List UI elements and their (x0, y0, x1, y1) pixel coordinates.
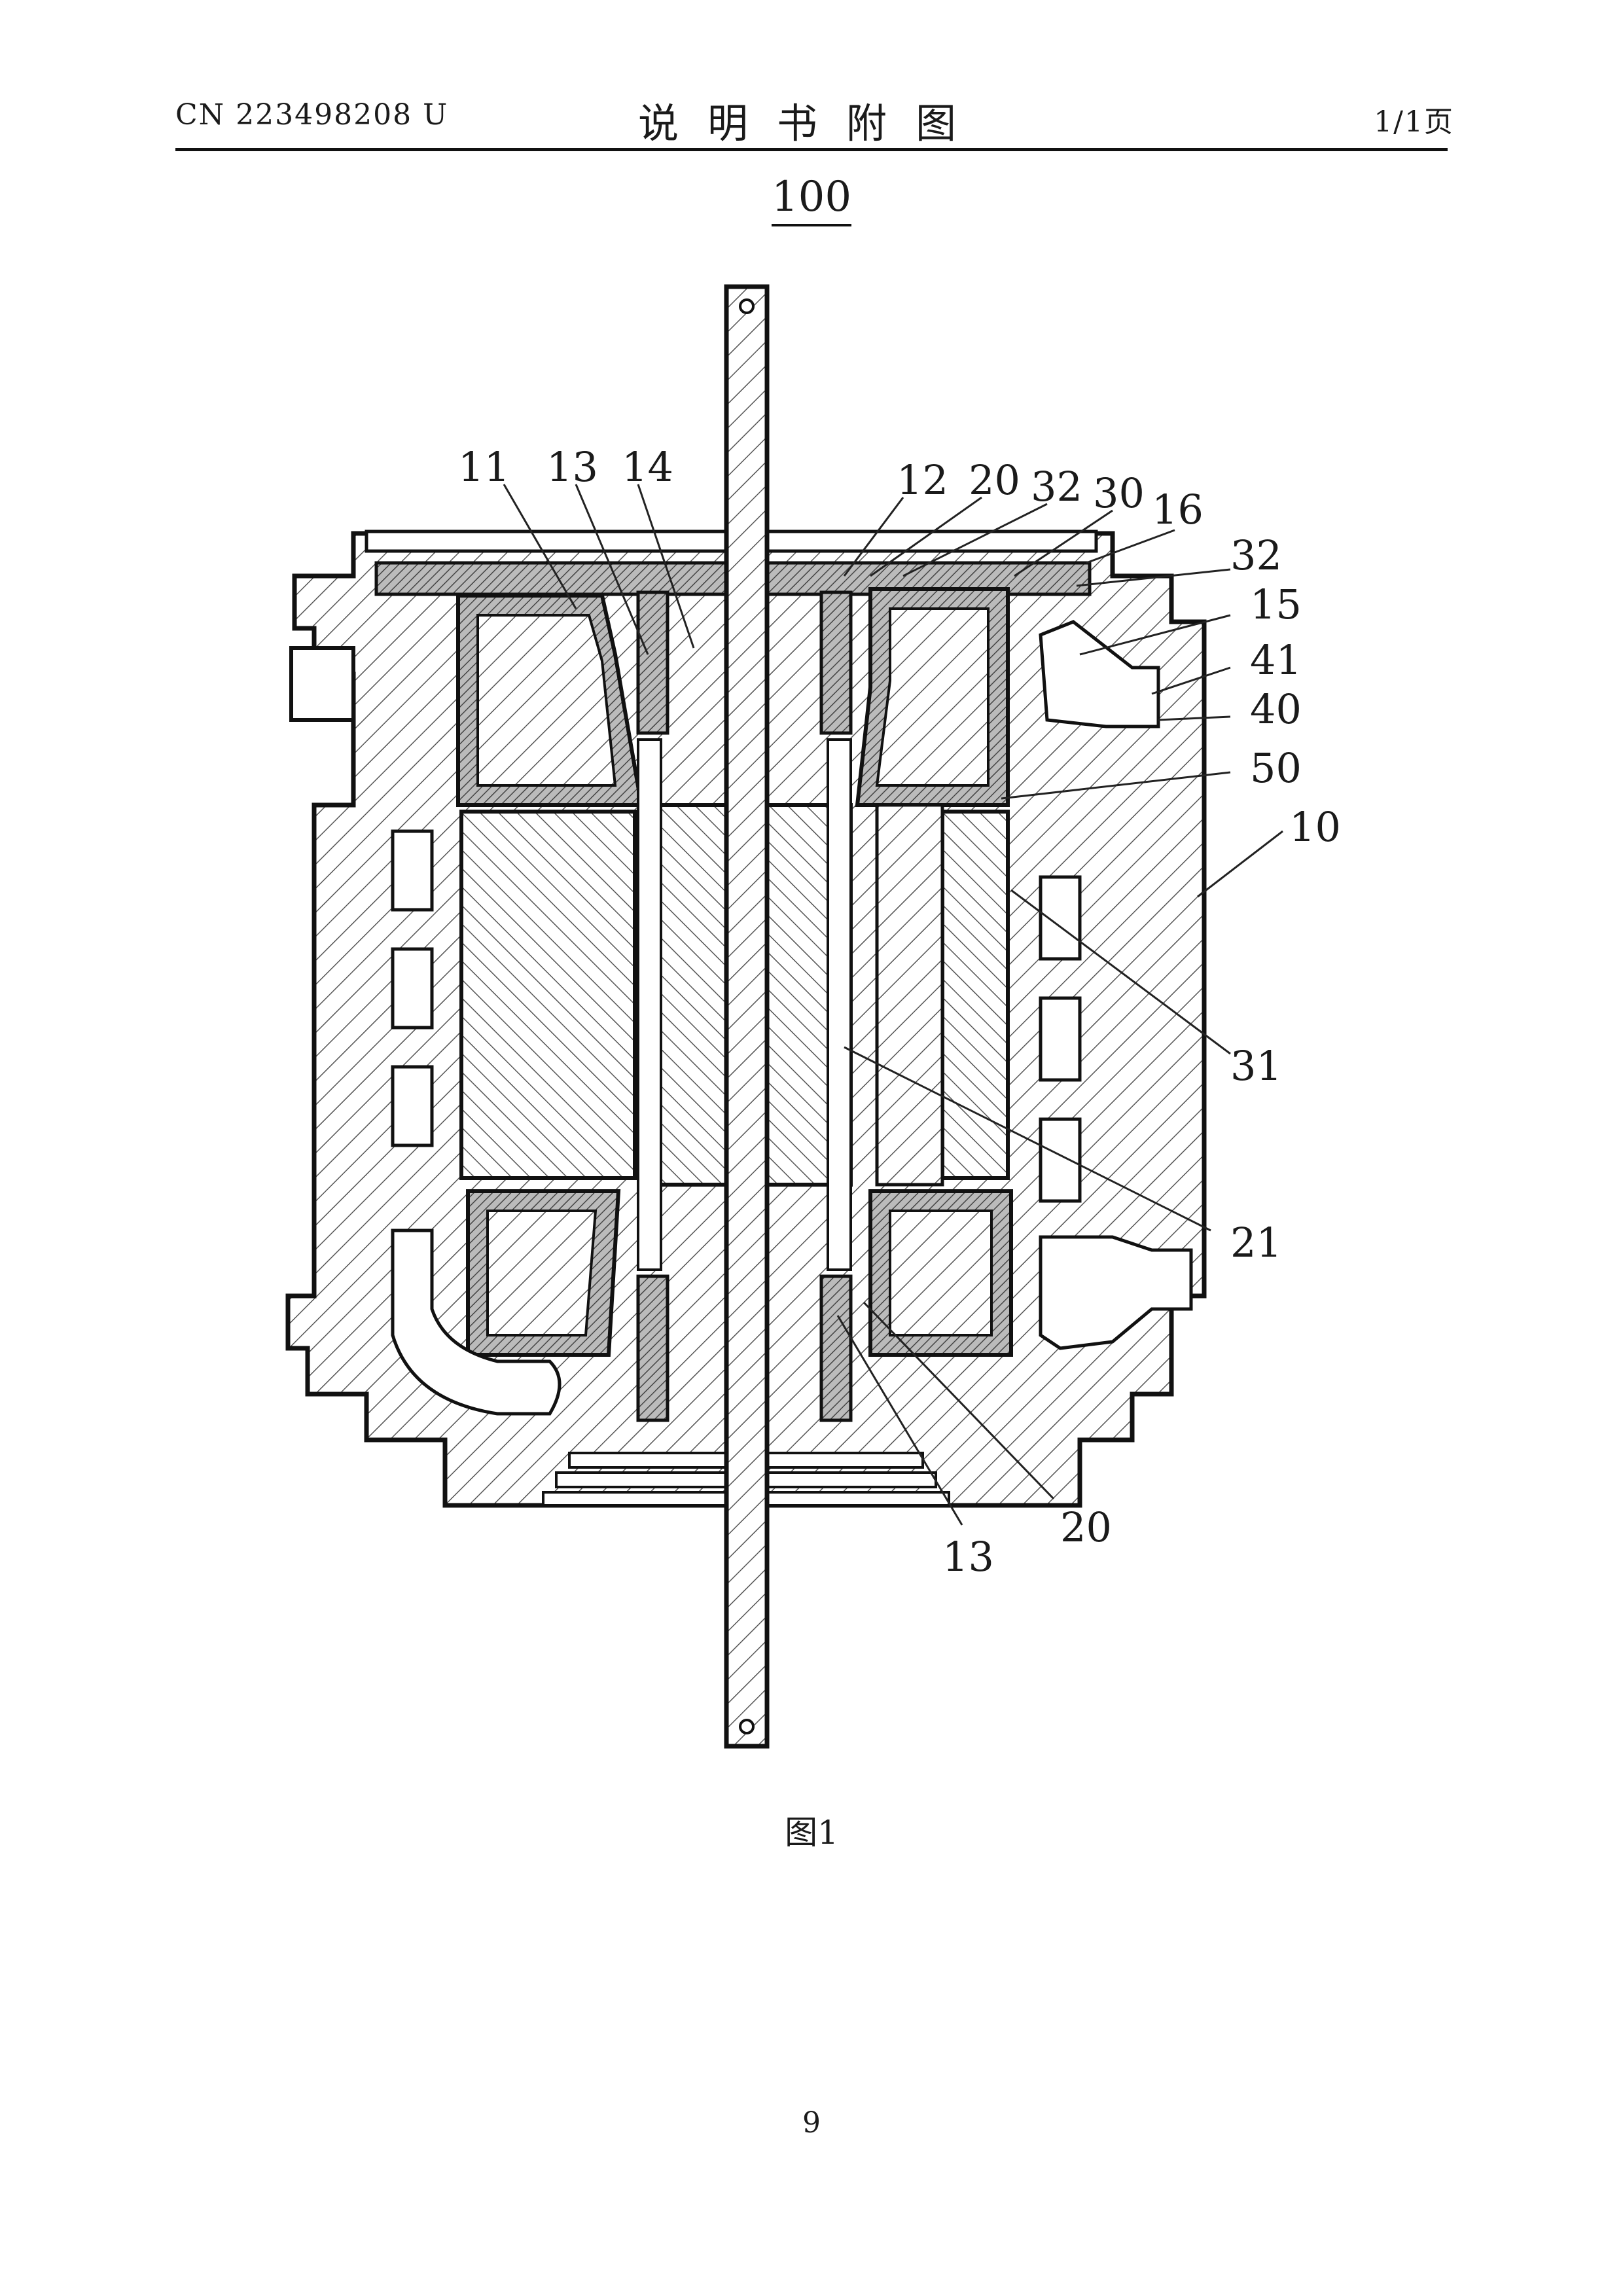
callout-50: 50 (1250, 744, 1302, 792)
callout-10: 10 (1289, 803, 1341, 851)
cooling-channel-right-3 (1041, 1119, 1080, 1201)
callout-11: 11 (458, 443, 510, 491)
bearing-13-top-left (638, 592, 668, 733)
callout-40: 40 (1250, 685, 1302, 733)
sleeve-21-left (638, 740, 661, 1270)
cooling-channel-right-1 (1041, 877, 1080, 959)
callout-32-top: 32 (1031, 463, 1082, 511)
callout-12: 12 (897, 456, 948, 504)
shaft-top-hole (740, 300, 753, 313)
callout-20-bottom: 20 (1060, 1503, 1112, 1551)
stator-core-left (461, 812, 635, 1178)
callout-13-bottom: 13 (942, 1533, 994, 1581)
callout-13-top: 13 (546, 443, 598, 491)
coil-end-bottom-left-inner (488, 1211, 596, 1335)
sleeve-21-right (828, 740, 851, 1270)
callout-31: 31 (1230, 1042, 1282, 1090)
shaft-bottom-hole (740, 1720, 753, 1733)
coil-end-top-left-inner (478, 615, 615, 785)
bearing-13-bottom-left (638, 1276, 668, 1420)
coil-end-top-right-inner (877, 609, 988, 785)
callout-15: 15 (1250, 581, 1302, 628)
cooling-channel-right-2 (1041, 998, 1080, 1080)
page-number: 9 (0, 2106, 1623, 2140)
cooling-channel-left-2 (393, 949, 432, 1028)
callout-14: 14 (622, 443, 673, 491)
side-connector (291, 648, 353, 720)
callout-32-right: 32 (1230, 531, 1282, 579)
callout-16: 16 (1152, 486, 1204, 533)
bearing-12-top-right (821, 592, 851, 733)
cooling-channel-left-3 (393, 1067, 432, 1145)
cooling-channel-left-1 (393, 831, 432, 910)
callout-20-top: 20 (969, 456, 1020, 504)
coil-end-bottom-right-inner (890, 1211, 991, 1335)
callout-30: 30 (1093, 469, 1145, 517)
callout-41: 41 (1250, 636, 1302, 684)
shaft (726, 287, 767, 1746)
figure-caption: 图1 (0, 1806, 1623, 1854)
bearing-13-bottom-right (821, 1276, 851, 1420)
callout-21: 21 (1230, 1219, 1282, 1266)
stator-yoke-right (877, 805, 942, 1185)
